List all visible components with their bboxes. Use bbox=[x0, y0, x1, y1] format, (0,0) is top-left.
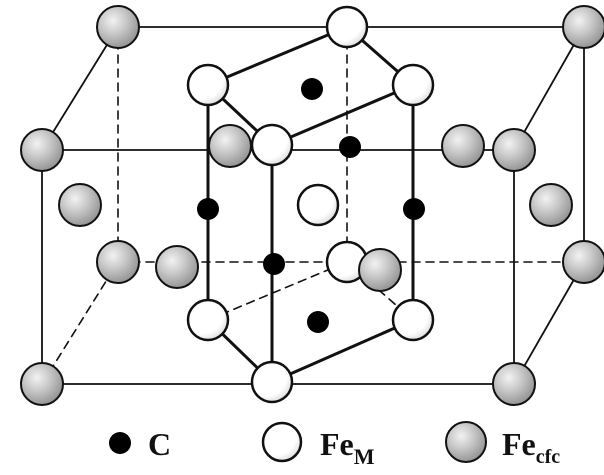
gray-sphere-icon bbox=[445, 421, 487, 463]
carbon-atom bbox=[263, 253, 285, 275]
fe-cfc-atom bbox=[96, 240, 140, 284]
legend: C FeM Fecfc bbox=[109, 421, 560, 469]
cube-edge bbox=[41, 26, 119, 151]
carbon-atoms bbox=[197, 78, 425, 333]
fe-cfc-atom bbox=[20, 128, 64, 172]
fe-cfc-atom bbox=[155, 245, 199, 289]
fe-cfc-atom bbox=[492, 128, 536, 172]
carbon-atom bbox=[307, 311, 329, 333]
fe-m-atom bbox=[186, 298, 230, 342]
carbon-atom bbox=[301, 78, 323, 100]
fe-cfc-atom bbox=[58, 183, 102, 227]
fe-cfc-atom bbox=[358, 248, 402, 292]
legend-label-carbon: C bbox=[148, 426, 171, 462]
martensite-edge bbox=[270, 83, 415, 147]
fe-cfc-atom bbox=[492, 362, 536, 406]
carbon-atom bbox=[197, 198, 219, 220]
legend-item-fe-m: FeM bbox=[261, 421, 375, 469]
fe-m-atom bbox=[250, 360, 294, 404]
martensite-edge bbox=[206, 25, 349, 87]
fe-m-subscript: M bbox=[354, 444, 375, 469]
black-dot-icon bbox=[109, 432, 131, 454]
fe-cfc-atom bbox=[20, 362, 64, 406]
fe-cfc-atom bbox=[562, 240, 604, 284]
fe-cfc-atom bbox=[562, 5, 604, 49]
fe-cfc-atom bbox=[529, 183, 573, 227]
fe-cfc-atoms bbox=[20, 5, 604, 406]
carbon-atom bbox=[403, 198, 425, 220]
martensite-edge bbox=[270, 318, 415, 384]
fe-cfc-subscript: cfc bbox=[536, 446, 561, 468]
fe-m-atoms bbox=[186, 5, 435, 404]
white-sphere-icon bbox=[261, 421, 303, 463]
fe-m-atom bbox=[325, 5, 369, 49]
cube-edge bbox=[513, 26, 585, 151]
fe-cfc-atom bbox=[96, 5, 140, 49]
fe-m-atom bbox=[391, 298, 435, 342]
fe-m-atom bbox=[296, 183, 340, 227]
fe-cfc-atom bbox=[441, 124, 485, 168]
hidden-cube-edge bbox=[41, 261, 119, 385]
fe-m-atom bbox=[250, 123, 294, 167]
fe-m-base: Fe bbox=[320, 426, 354, 462]
fe-m-atom bbox=[186, 63, 230, 107]
cube-edge bbox=[513, 261, 585, 385]
fe-cfc-base: Fe bbox=[502, 426, 536, 462]
fe-cfc-atom bbox=[208, 124, 252, 168]
fe-m-atom bbox=[391, 63, 435, 107]
legend-label-fe-cfc: Fecfc bbox=[502, 426, 560, 468]
legend-label-fe-m: FeM bbox=[320, 426, 375, 469]
legend-item-fe-cfc: Fecfc bbox=[445, 421, 560, 468]
hidden-martensite-edge bbox=[207, 261, 348, 321]
legend-item-carbon: C bbox=[109, 426, 171, 462]
carbon-atom bbox=[339, 136, 361, 158]
